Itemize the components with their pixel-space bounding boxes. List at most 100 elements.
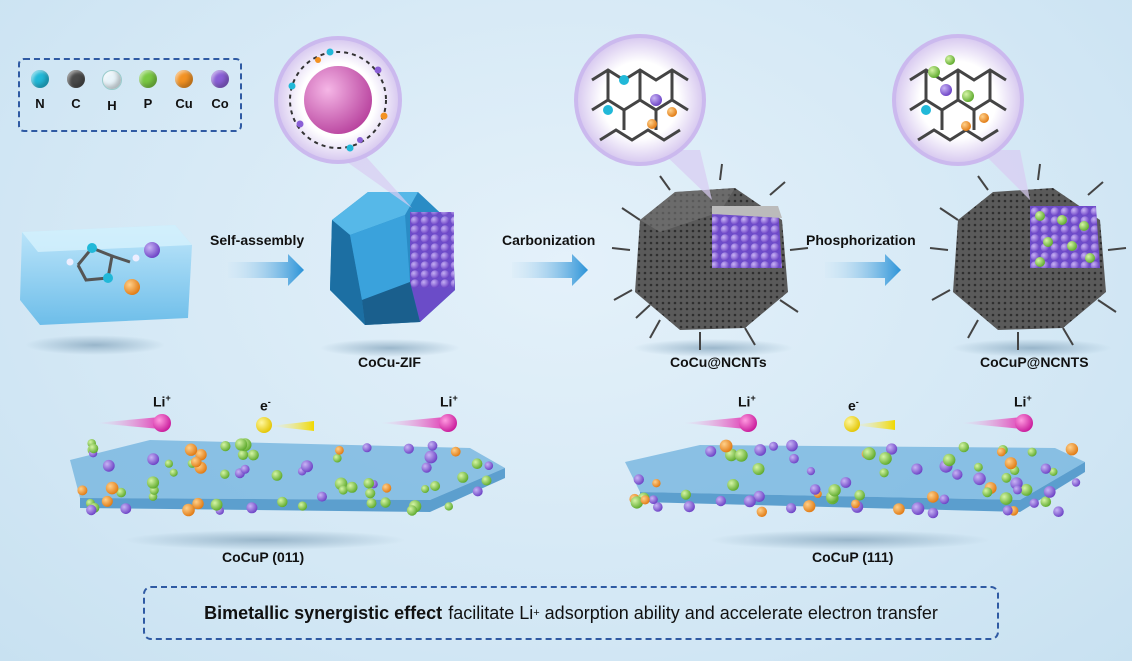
slab-atom <box>715 495 726 507</box>
e-sup: - <box>855 397 859 407</box>
legend-label: H <box>107 98 117 113</box>
plane-label-011: CoCuP (011) <box>222 549 305 565</box>
carbon-atom-icon <box>67 70 85 88</box>
slab-atom <box>851 499 860 509</box>
slab-atom <box>335 445 344 455</box>
legend-item-c: C <box>60 70 92 111</box>
slab-atom <box>753 490 765 502</box>
slab-atom <box>403 443 414 454</box>
slab-atom <box>421 485 430 493</box>
copper-ion <box>124 279 140 295</box>
slab-atom <box>277 496 288 508</box>
li-ion-label: Li+ <box>1014 393 1032 410</box>
slab-atom <box>481 475 492 486</box>
electron-label: e- <box>260 397 271 414</box>
slab-atom <box>248 449 259 461</box>
slab-atom <box>406 505 418 516</box>
li-sup: + <box>750 393 756 403</box>
li-text: Li <box>440 393 453 410</box>
slab-atom <box>1029 498 1039 508</box>
slab-atom <box>769 441 778 451</box>
slab-atom <box>192 497 204 510</box>
slab-atom <box>652 479 661 488</box>
li-sup: + <box>165 393 171 403</box>
slab-atom <box>974 462 983 472</box>
ion-trails-right <box>682 414 1033 432</box>
cocup-ncnts-crystal <box>929 163 1127 350</box>
slab-atom <box>743 495 756 508</box>
slab-atom <box>366 498 377 509</box>
slab-atom <box>996 447 1006 457</box>
slab-atom <box>146 476 160 489</box>
slab-atom <box>365 488 376 499</box>
slab-atom <box>147 453 160 466</box>
cobalt-atom-icon <box>211 70 229 88</box>
ion-trails-left <box>95 414 457 433</box>
legend-label: P <box>143 96 153 111</box>
slab-atom <box>430 481 441 491</box>
legend-item-h: H <box>96 70 128 113</box>
e-text: e <box>260 397 268 414</box>
product-cocu-zif: CoCu-ZIF <box>358 354 421 370</box>
caption-text-b: adsorption ability and accelerate electr… <box>539 602 938 623</box>
slab-atom <box>382 483 392 493</box>
slab-atom <box>727 479 739 491</box>
li-ion-label: Li+ <box>738 393 756 410</box>
cocu-ncnts-crystal <box>611 163 809 350</box>
slab-atom <box>471 458 483 470</box>
slab-atom <box>879 468 889 478</box>
slab-atom <box>346 481 358 493</box>
slab-atom <box>893 503 905 515</box>
slab-atom <box>191 456 202 468</box>
plane-label-111: CoCuP (111) <box>812 549 894 565</box>
slab-atom <box>803 500 816 513</box>
element-legend: N C H P Cu Co <box>18 58 242 132</box>
legend-item-p: P <box>132 70 164 111</box>
slab-atom <box>705 445 717 457</box>
li-text: Li <box>153 393 166 410</box>
slab-atom <box>862 447 876 461</box>
li-sup: + <box>452 393 458 403</box>
hydrogen-atom-icon <box>102 70 122 90</box>
shadow <box>320 339 460 357</box>
legend-label: C <box>71 96 81 111</box>
slab-atom <box>683 501 695 513</box>
legend-item-cu: Cu <box>168 70 200 111</box>
product-cocu-ncnts: CoCu@NCNTs <box>670 354 767 370</box>
cobalt-ion <box>144 242 160 258</box>
slab-atom <box>380 497 391 508</box>
slab-atom <box>999 492 1013 505</box>
zif-zoom-bubble <box>274 36 412 208</box>
product-cocup-ncnts: CoCuP@NCNTS <box>980 354 1089 370</box>
slab-atom <box>1020 483 1033 496</box>
slab-atom <box>653 502 663 512</box>
slab-atom <box>789 453 799 464</box>
slab-atom <box>1049 467 1058 476</box>
slab-atom <box>427 440 438 451</box>
slab-atom <box>911 502 925 515</box>
slab-atom <box>237 449 249 460</box>
slab-atom <box>235 438 248 451</box>
slab-atom <box>77 485 88 496</box>
slab-atom <box>840 477 852 488</box>
slab-atom <box>1027 447 1037 457</box>
slab-atom <box>184 443 198 456</box>
electron-label: e- <box>848 397 859 414</box>
legend-label: N <box>35 96 45 111</box>
li-text: Li <box>738 393 751 410</box>
slab-atom <box>317 491 327 502</box>
slab-atom <box>633 474 644 485</box>
legend-label: Cu <box>175 96 193 111</box>
li-ion-label: Li+ <box>440 393 458 410</box>
slab-atom <box>362 443 372 453</box>
slab-atom <box>338 485 348 495</box>
process-arrow <box>228 254 304 286</box>
slab-atom <box>246 502 258 514</box>
slab-atom <box>754 444 767 456</box>
slab-atom <box>210 498 223 511</box>
slab-atom <box>472 486 483 497</box>
slab-atom <box>1040 496 1052 508</box>
slab-atom <box>101 495 113 507</box>
slab-atom <box>363 478 375 489</box>
